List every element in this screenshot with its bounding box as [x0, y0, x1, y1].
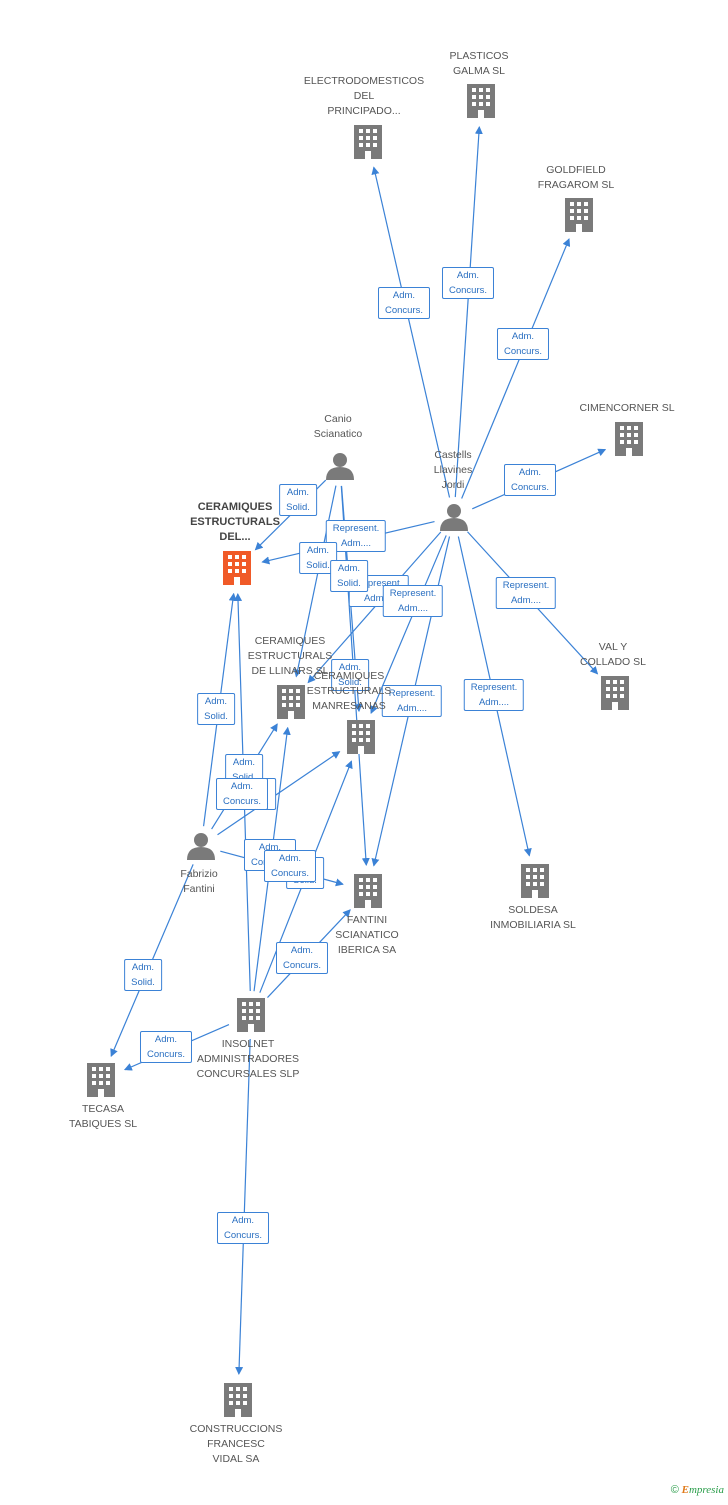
edge-label-canio-to-ceramman[interactable]: Adm. Solid.	[330, 560, 368, 592]
edge-castells-to-ceramllinars	[307, 531, 442, 684]
edge-label-castells-to-cimencorner[interactable]: Adm. Concurs.	[503, 464, 557, 496]
edge-label-castells-to-fantini[interactable]: Represent. Adm....	[381, 685, 443, 717]
node-label-cimencorner[interactable]: CIMENCORNER SL	[579, 402, 675, 414]
edge-label-insolnet-to-construccions[interactable]: Adm. Concurs.	[216, 1212, 270, 1244]
building-icon-soldesa[interactable]	[521, 864, 549, 898]
node-label-construccions[interactable]: CONSTRUCCIONS FRANCESC VIDAL SA	[189, 1423, 283, 1465]
copyright-icon: ©	[670, 1484, 679, 1496]
edge-label-castells-to-goldfield[interactable]: Adm. Concurs.	[496, 328, 550, 360]
edge-castells-to-ceramman	[370, 535, 447, 714]
person-icon-canio[interactable]	[326, 453, 354, 480]
edge-label-castells-to-ceramman[interactable]: Represent. Adm....	[382, 585, 444, 617]
building-icon-valcollado[interactable]	[601, 676, 629, 710]
edge-castells-to-plasticos	[454, 125, 483, 498]
person-icon-fabrizio[interactable]	[187, 833, 215, 860]
building-icon-cimencorner[interactable]	[615, 422, 643, 456]
node-label-castells[interactable]: Castells Llavines Jordi	[433, 449, 473, 491]
edge-label-fabrizio-to-ceramdel[interactable]: Adm. Solid.	[197, 693, 235, 725]
node-label-ceramllinars[interactable]: CERAMIQUES ESTRUCTURALS DE LLINARS SL	[247, 635, 333, 677]
node-label-electro[interactable]: ELECTRODOMESTICOS DEL PRINCIPADO...	[303, 75, 425, 117]
edge-castells-to-electro	[371, 166, 451, 498]
building-icon-ceramllinars[interactable]	[277, 685, 305, 719]
building-icon-fantini[interactable]	[354, 874, 382, 908]
person-icon-castells[interactable]	[440, 504, 468, 531]
edge-label-castells-to-ceramdel[interactable]: Represent. Adm....	[325, 520, 387, 552]
node-label-valcollado[interactable]: VAL Y COLLADO SL	[580, 641, 646, 668]
building-icon-insolnet[interactable]	[237, 998, 265, 1032]
building-icon-tecasa[interactable]	[87, 1063, 115, 1097]
edge-label-castells-to-soldesa[interactable]: Represent. Adm....	[463, 679, 525, 711]
edge-insolnet-to-construccions	[235, 1038, 251, 1376]
building-icon-ceramman[interactable]	[347, 720, 375, 754]
edge-label-castells-to-electro[interactable]: Adm. Concurs.	[377, 287, 431, 319]
node-label-ceramman[interactable]: CERAMIQUES ESTRUCTURALS MANRESANAS	[306, 670, 392, 712]
brand-initial: E	[681, 1484, 689, 1496]
node-label-fabrizio[interactable]: Fabrizio Fantini	[180, 868, 218, 895]
edge-canio-to-ceramllinars	[293, 485, 337, 678]
edge-label-castells-to-valcollado[interactable]: Represent. Adm....	[495, 577, 557, 609]
edge-label-insolnet-to-fantini[interactable]: Adm. Concurs.	[275, 942, 329, 974]
building-icon-ceramdel[interactable]	[223, 551, 251, 585]
node-label-plasticos[interactable]: PLASTICOS GALMA SL	[449, 50, 509, 77]
node-label-tecasa[interactable]: TECASA TABIQUES SL	[68, 1103, 138, 1130]
brand-name: mpresia	[688, 1484, 724, 1496]
building-icon-electro[interactable]	[354, 125, 382, 159]
edge-fabrizio-to-ceramman	[217, 751, 341, 836]
node-label-soldesa[interactable]: SOLDESA INMOBILIARIA SL	[490, 904, 576, 931]
node-label-canio[interactable]: Canio Scianatico	[313, 413, 363, 440]
brand-footer: © Empresia	[671, 1484, 724, 1496]
edge-label-fabrizio-to-tecasa[interactable]: Adm. Solid.	[124, 959, 162, 991]
node-label-goldfield[interactable]: GOLDFIELD FRAGAROM SL	[537, 164, 615, 191]
building-icon-plasticos[interactable]	[467, 84, 495, 118]
edge-label-canio-to-fantini[interactable]: Adm. Solid.	[331, 659, 369, 691]
edge-label-insolnet-to-ceramman[interactable]: Adm. Concurs.	[263, 850, 317, 882]
node-label-ceramdel[interactable]: CERAMIQUES ESTRUCTURALS DEL...	[190, 501, 280, 543]
edge-label-canio-to-ceramdel[interactable]: Adm. Solid.	[279, 484, 317, 516]
building-icon-construccions[interactable]	[224, 1383, 252, 1417]
edge-castells-to-goldfield	[461, 238, 571, 499]
node-label-fantini[interactable]: FANTINI SCIANATICO IBERICA SA	[335, 914, 399, 956]
edge-label-castells-to-plasticos[interactable]: Adm. Concurs.	[441, 267, 495, 299]
node-label-insolnet[interactable]: INSOLNET ADMINISTRADORES CONCURSALES SLP	[196, 1038, 300, 1080]
edge-label-insolnet-to-tecasa[interactable]: Adm. Concurs.	[139, 1031, 193, 1063]
edge-label-insolnet-to-ceramdel[interactable]: Adm. Concurs.	[215, 778, 269, 810]
building-icon-goldfield[interactable]	[565, 198, 593, 232]
